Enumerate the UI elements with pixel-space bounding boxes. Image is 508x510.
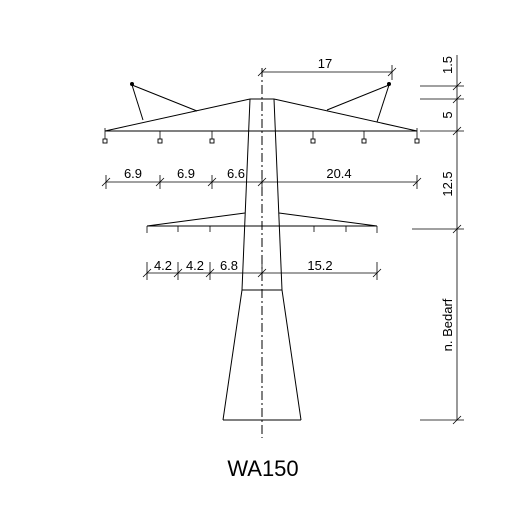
dim-label-vertical-4: n. Bedarf (440, 298, 455, 351)
dim-label-vertical-1: 1.5 (440, 56, 455, 74)
dim-label-lower-3: 6.8 (220, 258, 238, 273)
dim-label-upper-2: 6.9 (177, 166, 195, 181)
upper-crossarm (104, 98, 418, 140)
dim-label-upper-4: 20.4 (326, 166, 351, 181)
dim-label-top-width: 17 (318, 56, 332, 71)
dim-label-lower-4: 15.2 (307, 258, 332, 273)
earth-wire-point-left (130, 82, 134, 86)
earth-wire-point-right (387, 82, 391, 86)
dim-label-lower-2: 4.2 (186, 258, 204, 273)
upper-insulators (102, 131, 420, 144)
dim-label-lower-1: 4.2 (154, 258, 172, 273)
dim-lower-arm: 4.2 4.2 6.8 15.2 (142, 258, 382, 280)
lower-crossarm (146, 212, 378, 233)
earth-wire-peaks (130, 82, 391, 123)
dim-label-vertical-3: 12.5 (440, 171, 455, 196)
dim-label-upper-3: 6.6 (227, 166, 245, 181)
drawing-title: WA150 (227, 456, 298, 481)
dim-label-vertical-2: 5 (440, 111, 455, 118)
dim-vertical: 1.5 5 12.5 n. Bedarf (412, 55, 464, 425)
dim-top-width: 17 (257, 56, 397, 80)
dim-label-upper-1: 6.9 (124, 166, 142, 181)
dim-upper-arm: 6.9 6.9 6.6 20.4 (101, 166, 422, 189)
